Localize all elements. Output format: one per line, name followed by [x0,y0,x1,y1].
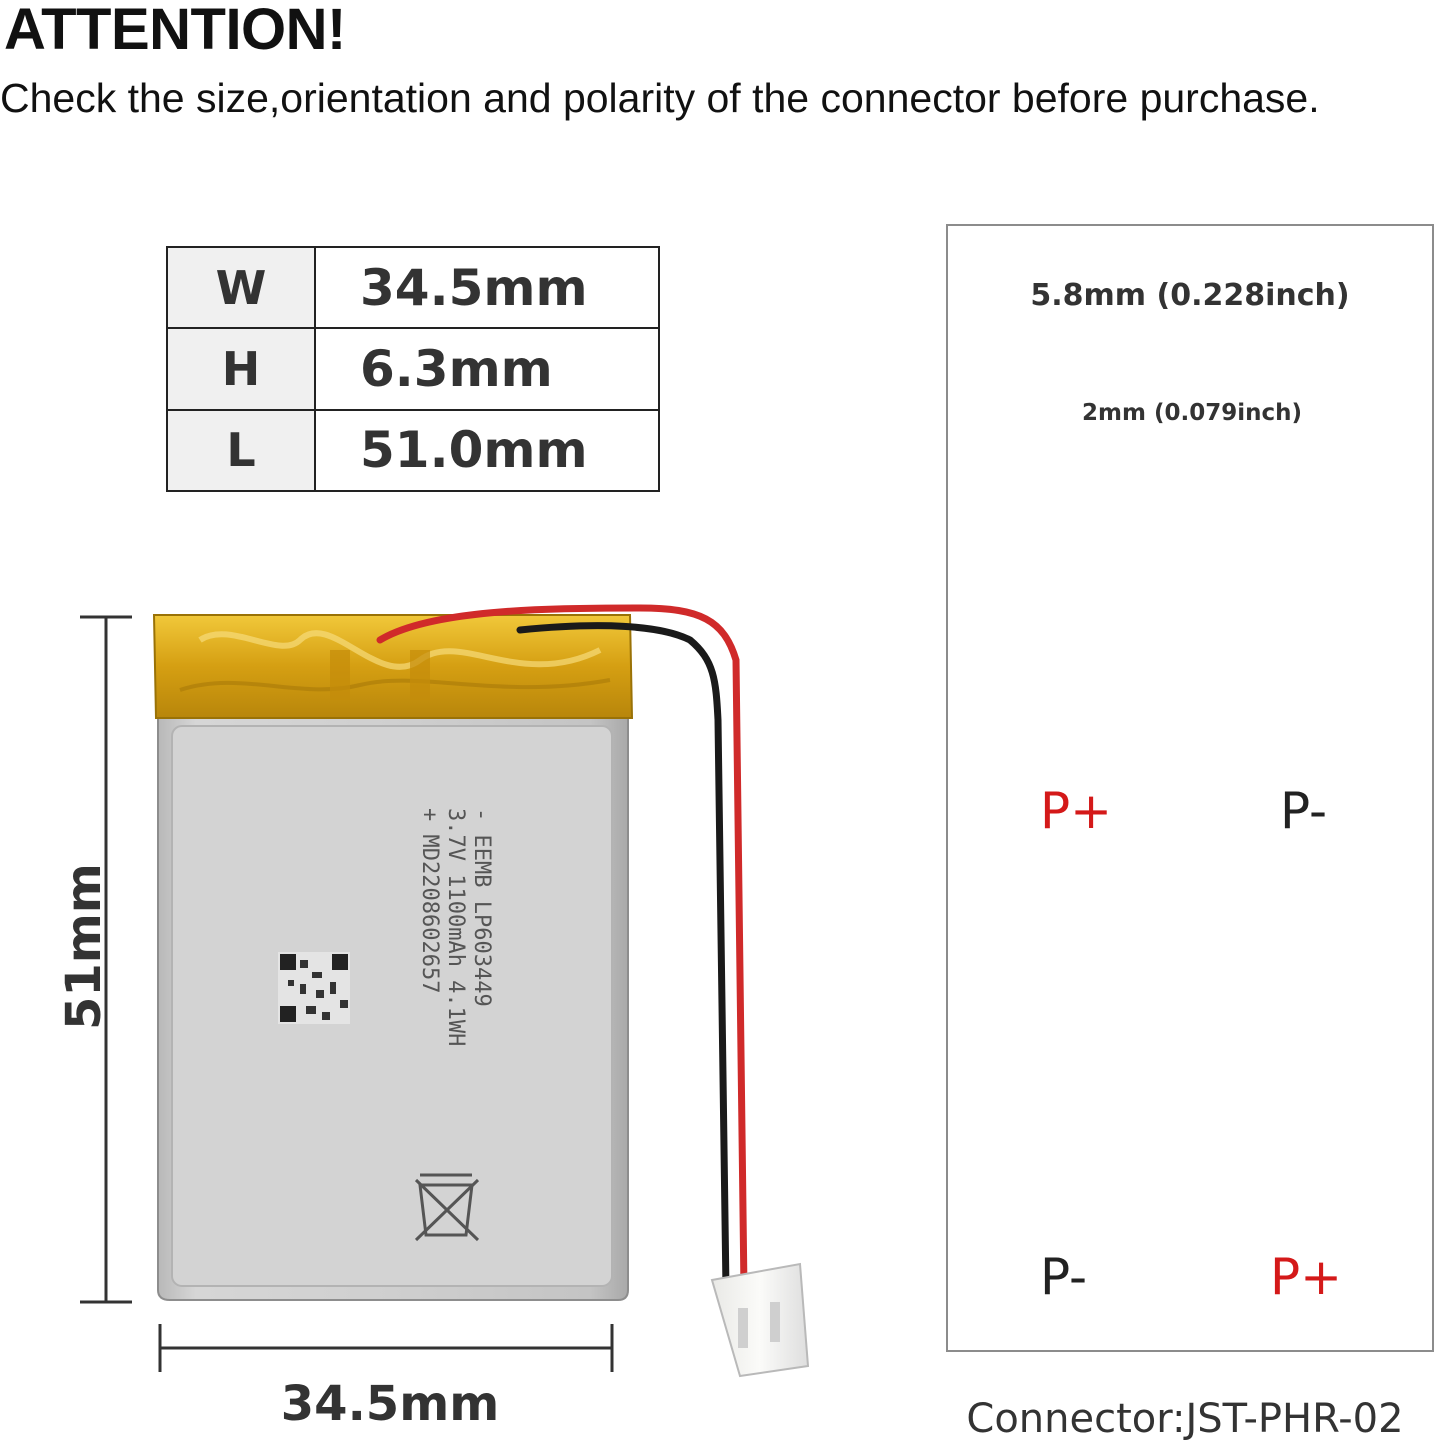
cell-print-text: - EEMB LP603449 3.7V 1100mAh 4.1WH + MD2… [414,808,494,1208]
qr-code [278,952,350,1024]
battery-plug [710,1262,810,1378]
dimension-value: 6.3mm [314,327,660,411]
dimension-row-length: L 51.0mm [166,408,660,493]
recycle-bin-icon [414,1173,480,1242]
cell-print-line-2: 3.7V 1100mAh 4.1WH [443,808,468,1047]
bottom-positive-label: P+ [1270,1248,1343,1306]
battery-cell [152,614,634,1301]
width-dimension-line [158,1324,614,1372]
battery-width-label: 34.5mm [280,1376,500,1432]
top-positive-label: P+ [1040,782,1113,840]
attention-message: Check the size,orientation and polarity … [0,75,1320,121]
dimension-key: W [166,245,316,330]
connector-inner-pitch-label: 2mm (0.079inch) [1082,400,1302,426]
connector-type-caption: Connector:JST-PHR-02 [966,1396,1404,1442]
dimensions-table: W 34.5mm H 6.3mm L 51.0mm [166,245,660,493]
connector-detail-panel [946,224,1434,1352]
dimension-key: H [166,327,316,411]
cell-print-plus: + [417,808,442,822]
bottom-negative-label: P- [1040,1248,1088,1306]
dimension-value: 51.0mm [314,408,660,493]
connector-outer-pitch-label: 5.8mm (0.228inch) [1030,278,1350,313]
cell-print-line-3: MD220860265​7 [417,834,442,994]
dimension-key: L [166,408,316,493]
dimension-row-width: W 34.5mm [166,245,660,330]
battery-wires [376,604,748,1294]
dimension-value: 34.5mm [314,245,660,330]
cell-print-minus: - [469,808,494,822]
cell-print-line-1: EEMB LP603449 [469,834,494,1007]
dimension-row-height: H 6.3mm [166,327,660,411]
height-dimension-line [80,615,132,1304]
battery-height-label: 51mm [56,863,112,1030]
attention-heading: ATTENTION! [4,0,346,62]
top-negative-label: P- [1280,782,1328,840]
